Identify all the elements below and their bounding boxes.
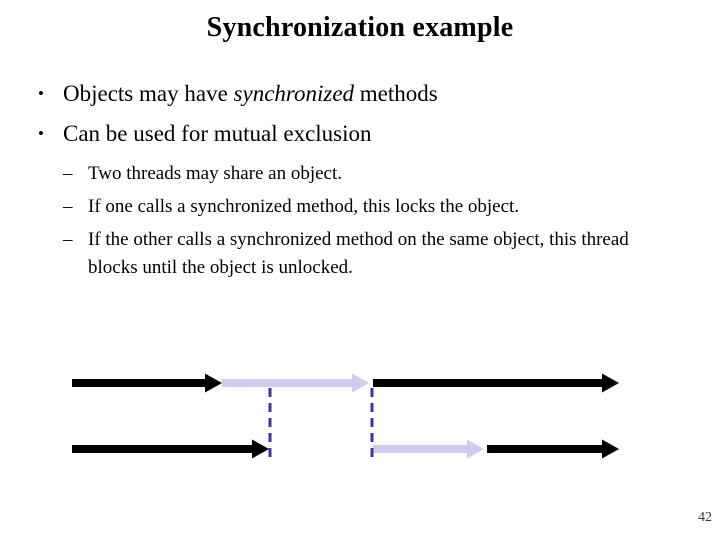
list-item: • Can be used for mutual exclusion <box>38 118 688 149</box>
bullet-text-italic: synchronized <box>233 81 355 106</box>
arrow-thread1-after-sync <box>373 373 619 393</box>
sub-bullet-text: If the other calls a synchronized method… <box>88 229 629 278</box>
sub-bullet-text: Two threads may share an object. <box>88 163 343 184</box>
arrow-thread2-before-block <box>72 439 269 459</box>
bullet-text-before: Objects may have <box>63 81 234 106</box>
slide-title: Synchronization example <box>206 12 514 43</box>
bullet-text: Objects may have synchronized methods <box>63 78 438 109</box>
bullet-icon: • <box>38 124 44 143</box>
sub-bullet-list: – Two threads may share an object. – If … <box>63 160 673 287</box>
dash-icon: – <box>63 229 73 250</box>
sub-bullet-text: If one calls a synchronized method, this… <box>88 196 520 217</box>
arrow-thread1-before-sync <box>72 373 222 393</box>
arrow-thread1-in-sync <box>222 373 369 393</box>
arrow-thread2-in-sync <box>373 439 484 459</box>
bullet-list: • Objects may have synchronized methods … <box>38 78 688 158</box>
dash-icon: – <box>63 163 73 184</box>
list-item: – If the other calls a synchronized meth… <box>63 226 673 282</box>
bullet-text-after: methods <box>354 81 438 106</box>
list-item: – If one calls a synchronized method, th… <box>63 193 673 221</box>
bullet-text: Can be used for mutual exclusion <box>63 118 372 149</box>
list-item: – Two threads may share an object. <box>63 160 673 188</box>
bullet-icon: • <box>38 84 44 103</box>
page-number: 42 <box>698 510 712 525</box>
arrow-thread2-after-sync <box>487 439 619 459</box>
dash-icon: – <box>63 196 73 217</box>
list-item: • Objects may have synchronized methods <box>38 78 688 109</box>
bullet-text-before: Can be used for mutual exclusion <box>63 121 372 146</box>
